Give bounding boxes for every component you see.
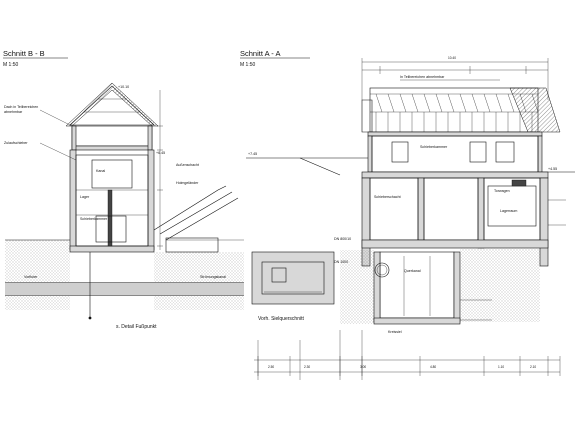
level-left-aa: +7.45	[248, 152, 257, 156]
level-mid-bb: +6.45	[156, 151, 165, 155]
label-dach-bb: Dach in Teilbereichen	[4, 105, 38, 109]
label-dn800: DN 800/10	[334, 237, 351, 241]
dimension-bottom-2: 2.30	[304, 365, 310, 369]
dimension-bottom-1: 2.50	[268, 365, 274, 369]
label-kreissiel: Kreissiel	[388, 330, 402, 334]
label-sielquerschnitt: Vorh. Sielquerschnitt	[258, 316, 304, 322]
section-bb-scale: M 1:50	[3, 62, 19, 68]
dimension-bottom-5: 1.10	[498, 365, 504, 369]
section-aa-title: Schnitt A - A	[240, 49, 280, 58]
level-right-aa: +4.55	[548, 167, 557, 171]
label-rampe: Holmgeländer	[176, 181, 199, 185]
dimension-bottom-6: 2.10	[530, 365, 536, 369]
label-schacht: Schieberschacht	[374, 195, 401, 199]
roof-bb	[69, 85, 155, 126]
label-zulauf: Zulaufschieber	[4, 141, 28, 145]
section-bb-title: Schnitt B - B	[3, 49, 45, 58]
label-dach-bb-2: abnehmbar	[4, 110, 23, 114]
label-vorfluter: Vorfluter	[24, 275, 38, 279]
label-querkanal: Querkanal	[404, 269, 421, 273]
label-lager-bb: Lager	[80, 195, 90, 199]
label-stromung: Strömungskanal	[200, 275, 226, 279]
label-dach-aa: In Teilbereichen abnehmbar	[400, 75, 445, 79]
label-aussenschacht: Außenschacht	[176, 163, 199, 167]
label-schieberkammer-bb: Schieberkammer	[80, 217, 108, 221]
upper-room-bb	[71, 125, 153, 147]
label-lagerraum: Lagerraum	[500, 209, 517, 213]
label-detail-note: s. Detail Fußpunkt	[116, 324, 157, 330]
dimension-top: 10.40	[448, 56, 456, 60]
label-schieberkammer-aa: Schieberkammer	[420, 145, 448, 149]
label-torwagen: Torwagen	[494, 189, 510, 193]
lower-channel-aa	[379, 251, 455, 319]
section-aa: Schnitt A - A M 1:50 10.40 In Teilbereic…	[240, 49, 575, 380]
section-bb: Schnitt B - B M 1:50 +10.10 Schieberkamm…	[3, 49, 244, 330]
label-kanal-bb: Kanal	[96, 169, 105, 173]
level-roof-top: +10.10	[118, 85, 129, 89]
dimension-bottom-3: 3.00	[360, 365, 366, 369]
section-aa-scale: M 1:50	[240, 62, 256, 68]
upper-room-aa	[371, 135, 539, 173]
dimension-bottom-4: 4.80	[430, 365, 436, 369]
